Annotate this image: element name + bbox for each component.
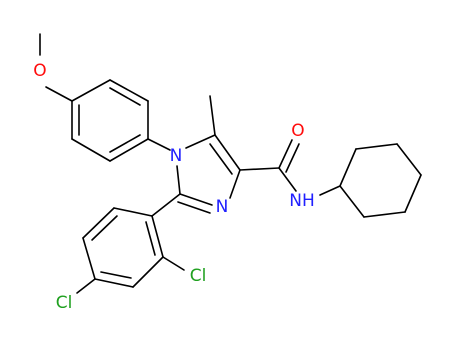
para-chlorine-label: Cl: [56, 293, 73, 313]
ring-bond: [185, 134, 216, 149]
ortho-chlorine-label: Cl: [190, 266, 207, 286]
amide-nh-label: NH: [289, 191, 315, 211]
ring-bond: [355, 143, 398, 150]
ring-double-bond: [109, 87, 141, 106]
dichlorophenyl-ring: [82, 207, 164, 288]
ring-bond: [151, 215, 164, 258]
ring-bond: [339, 185, 365, 218]
bond-o-aryl: [45, 86, 73, 102]
ring-bond: [229, 169, 241, 199]
chloro-substituents: Cl Cl: [56, 256, 207, 313]
bond-carbonyl-o: [278, 139, 293, 169]
bond-c2-aryl: [151, 193, 181, 217]
ring-bond: [363, 211, 406, 218]
bond-aryl-n1: [147, 138, 171, 151]
imidazole-ring: N N: [170, 134, 241, 217]
methoxy-oxygen-label: O: [33, 61, 46, 81]
ring-bond: [71, 79, 111, 102]
ring-double-bond: [91, 215, 118, 241]
ring-bond: [82, 207, 115, 239]
ring-double-bond: [100, 271, 132, 279]
ring-double-bond: [145, 221, 156, 256]
n3-label: N: [216, 197, 229, 217]
ring-bond: [132, 256, 164, 288]
bond-c4-carbonyl: [239, 167, 280, 171]
bond-c5-methyl: [209, 95, 216, 136]
ring-double-bond: [109, 134, 141, 153]
ring-bond: [82, 237, 96, 280]
bond-nh-cyclohexyl: [319, 185, 341, 196]
n1-label: N: [170, 146, 183, 166]
methoxy-group: O: [33, 33, 73, 102]
ring-bond: [176, 165, 181, 195]
ring-bond: [396, 143, 422, 176]
ring-bond: [339, 148, 357, 187]
ring-bond: [113, 207, 153, 217]
bond-carbonyl-o-double: [285, 143, 300, 173]
ring-bond: [214, 134, 241, 171]
bond-para-cl: [76, 278, 96, 294]
ring-bond: [71, 138, 111, 162]
ring-bond: [179, 193, 213, 206]
ring-double-bond: [209, 143, 233, 175]
carboxamide-group: O NH: [239, 121, 341, 211]
bond-carbonyl-nh: [278, 167, 297, 192]
ring-bond: [404, 174, 422, 213]
carbonyl-oxygen-label: O: [291, 121, 304, 141]
methoxyphenyl-ring: [71, 79, 149, 162]
ring-double-bond: [177, 201, 211, 214]
cyclohexyl-ring: [339, 143, 422, 218]
ring-bond: [109, 79, 149, 102]
bond-ortho-cl: [162, 256, 185, 271]
ring-bond: [94, 278, 134, 288]
ring-bond: [109, 138, 149, 162]
